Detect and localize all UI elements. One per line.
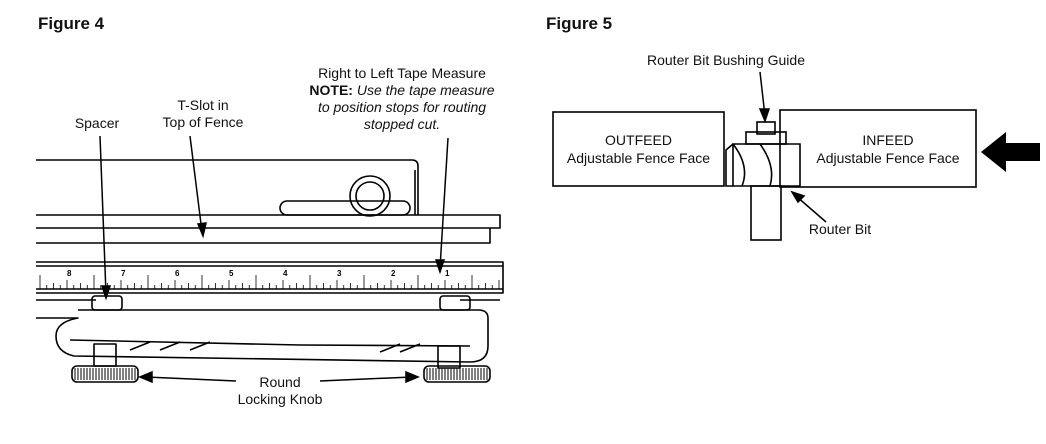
arrow-knob-right bbox=[319, 376, 413, 382]
arrow-router-bit bbox=[795, 195, 827, 223]
knob-line-1: Round bbox=[259, 374, 301, 390]
tslot-line-1: T-Slot in bbox=[177, 97, 229, 113]
note-text-2: to position stops for routing bbox=[317, 99, 487, 115]
note-label: NOTE: bbox=[309, 82, 353, 98]
infeed-line-1: INFEED bbox=[862, 132, 914, 148]
ruler-number: 7 bbox=[121, 269, 126, 278]
tslot-line-2: Top of Fence bbox=[162, 114, 244, 130]
arrow-tape bbox=[439, 137, 449, 269]
router-bit-label: Router Bit bbox=[808, 221, 872, 237]
fence-body bbox=[36, 228, 491, 244]
arrow-spacer bbox=[99, 135, 107, 295]
bushing-guide-label: Router Bit Bushing Guide bbox=[647, 52, 805, 68]
tslot-label: T-Slot in Top of Fence bbox=[138, 97, 268, 131]
bushing-guide bbox=[756, 121, 776, 135]
infeed-line-2: Adjustable Fence Face bbox=[816, 150, 960, 166]
router-bit-cutter bbox=[732, 143, 801, 187]
fence-back-face bbox=[36, 159, 419, 215]
feed-direction-arrow bbox=[981, 132, 1040, 172]
tape-measure-title: Right to Left Tape Measure bbox=[318, 65, 486, 81]
locking-knob-label: Round Locking Knob bbox=[210, 374, 350, 408]
ruler-numbers: 8 7 6 5 4 3 2 1 bbox=[67, 269, 450, 278]
tape-ruler bbox=[36, 261, 504, 294]
knob-left bbox=[71, 365, 139, 383]
infeed-label: INFEED Adjustable Fence Face bbox=[800, 131, 976, 167]
spacer-label: Spacer bbox=[74, 115, 120, 131]
spacer-left bbox=[91, 295, 123, 311]
ruler-number: 1 bbox=[445, 269, 450, 278]
knob-grips bbox=[74, 368, 488, 380]
stop-cylinder bbox=[349, 175, 391, 217]
fence-top bbox=[36, 214, 501, 229]
arrow-knob-left bbox=[145, 376, 237, 382]
ruler-number: 5 bbox=[229, 269, 234, 278]
knob-stem-right bbox=[437, 345, 461, 369]
note-text-3: stopped cut. bbox=[363, 116, 441, 132]
figure-4-title: Figure 4 bbox=[38, 14, 105, 33]
figure-5-title: Figure 5 bbox=[546, 14, 613, 33]
infeed-face bbox=[779, 109, 977, 188]
ruler-number: 2 bbox=[391, 269, 396, 278]
stop-slot bbox=[279, 200, 411, 216]
outfeed-face bbox=[552, 111, 725, 187]
knob-stem-left bbox=[93, 343, 117, 367]
ruler-number: 3 bbox=[337, 269, 342, 278]
ruler-number: 8 bbox=[67, 269, 72, 278]
knob-right bbox=[423, 365, 491, 383]
ruler-number: 6 bbox=[175, 269, 180, 278]
spacer-right bbox=[439, 295, 471, 311]
outfeed-label: OUTFEED Adjustable Fence Face bbox=[553, 131, 724, 167]
knob-line-2: Locking Knob bbox=[237, 391, 323, 407]
outfeed-line-2: Adjustable Fence Face bbox=[566, 150, 711, 166]
arrow-tslot bbox=[189, 135, 203, 233]
note-text-1: Use the tape measure bbox=[352, 82, 495, 98]
tape-note-line: NOTE: Use the tape measure bbox=[272, 82, 532, 99]
tape-measure-label: Right to Left Tape Measure NOTE: Use the… bbox=[272, 65, 532, 133]
ruler-ticks bbox=[39, 275, 500, 289]
ruler-number: 4 bbox=[283, 269, 288, 278]
router-shank bbox=[750, 185, 782, 241]
outfeed-line-1: OUTFEED bbox=[605, 132, 672, 148]
base-plate bbox=[36, 309, 489, 363]
